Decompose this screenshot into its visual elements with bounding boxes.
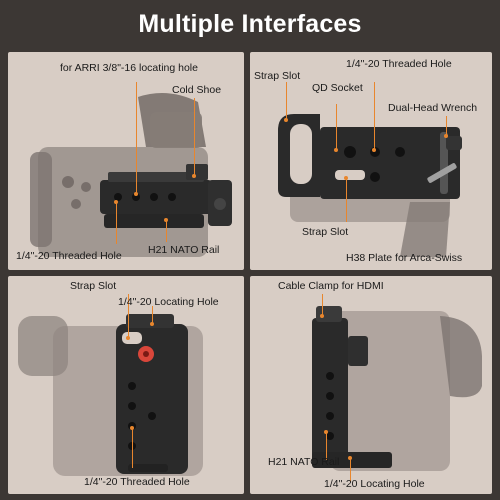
label-cable-clamp: Cable Clamp for HDMI [278, 280, 384, 292]
label-arri-hole: for ARRI 3/8"-16 locating hole [60, 62, 198, 74]
label-strap-slot-bottom: Strap Slot [302, 226, 349, 238]
panel-bottom-left: Strap Slot 1/4"-20 Locating Hole 1/4"-20… [8, 276, 244, 494]
page-title: Multiple Interfaces [138, 10, 362, 38]
camera-grip-illustration [18, 314, 203, 476]
label-locating-hole: 1/4"-20 Locating Hole [324, 478, 425, 490]
label-qd-socket: QD Socket [312, 82, 363, 94]
label-threaded-hole: 1/4"-20 Threaded Hole [346, 58, 452, 70]
camera-top-illustration [278, 114, 462, 257]
label-nato-rail: H21 NATO Rail [148, 244, 220, 256]
panel-bottom-right: Cable Clamp for HDMI H21 NATO Rail 1/4"-… [250, 276, 492, 494]
label-strap-slot: Strap Slot [70, 280, 117, 292]
label-plate: H38 Plate for Arca-Swiss [346, 252, 463, 264]
label-threaded-hole: 1/4"-20 Threaded Hole [84, 476, 190, 488]
label-locating-hole: 1/4"-20 Locating Hole [118, 296, 219, 308]
camera-side-illustration [30, 93, 232, 257]
label-wrench: Dual-Head Wrench [388, 102, 478, 114]
label-strap-slot-top: Strap Slot [254, 70, 301, 82]
label-threaded-hole: 1/4"-20 Threaded Hole [16, 250, 122, 262]
panel-top-left: for ARRI 3/8"-16 locating hole Cold Shoe… [8, 52, 244, 270]
label-cold-shoe: Cold Shoe [172, 84, 222, 96]
label-nato-rail: H21 NATO Rail [268, 456, 340, 468]
camera-rear-illustration [312, 306, 482, 471]
panel-top-right: Strap Slot 1/4"-20 Threaded Hole QD Sock… [250, 52, 492, 270]
